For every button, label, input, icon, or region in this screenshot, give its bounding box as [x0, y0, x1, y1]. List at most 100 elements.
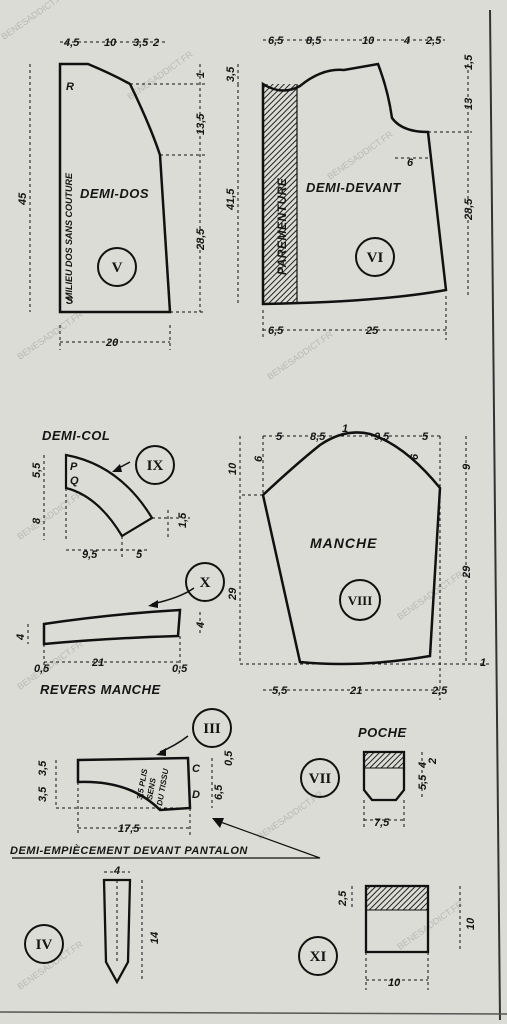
dim-label: 8 [31, 517, 43, 524]
dim-label: 9 [461, 463, 473, 470]
dim-label: 5 [276, 431, 283, 443]
piece-demi-devant [237, 39, 472, 340]
point-letter: C [192, 763, 201, 775]
dim-label: 8,5 [306, 35, 322, 47]
grain-note: SENS [145, 777, 158, 801]
demi-dos-texts: 4,5 10 3,5 2 45 1 13,5 28,5 20 DEMI-DOS … [17, 37, 207, 349]
roman-circle [24, 924, 64, 964]
piece-demi-dos [29, 41, 205, 350]
point-letter: R [66, 81, 74, 93]
dim-label: 10 [104, 37, 117, 49]
passant-dimension-lines [104, 871, 143, 982]
dim-label: 6,5 [268, 325, 284, 337]
roman-circle [97, 247, 137, 287]
dim-label: 2,5 [431, 685, 448, 697]
dim-label: 13,5 [195, 113, 207, 135]
dim-label: 1 [195, 72, 207, 78]
dim-label: 6,5 [268, 35, 284, 47]
roman-circle [339, 579, 381, 621]
dim-label: 9,5 [82, 549, 98, 561]
piece-number: VI [367, 250, 384, 266]
demi-dos-outline [58, 62, 172, 314]
manche-dimension-lines [239, 435, 490, 700]
piece-number: IV [36, 937, 53, 953]
piece-xi-hatch [366, 886, 428, 910]
poche-dimension-lines [363, 752, 423, 828]
piece-xi-texts: 2,5 10 10 XI [298, 890, 477, 989]
piece-name: DEMI-COL [42, 428, 110, 443]
roman-circle [300, 758, 340, 798]
dim-label: 17,5 [118, 823, 140, 835]
empiecement-texts: 3,5 3,5 0,5 6,5 17,5 C D 3,5 PLIS SENS D… [10, 708, 248, 857]
dim-label: 10 [388, 977, 401, 989]
dim-label: 29 [227, 587, 239, 601]
demi-col-dimension-lines [43, 455, 190, 560]
dim-label: 6,5 [213, 784, 225, 800]
dim-label: 4 [403, 35, 410, 47]
manche-texts: 5 8,5 1 9,5 5 6 10 29 6 9 29 1 5,5 21 2,… [227, 423, 486, 697]
piece-poche [362, 750, 423, 828]
dim-label: 1 [342, 423, 348, 435]
point-letter: D [192, 789, 200, 801]
dim-label: 6 [407, 157, 414, 169]
dim-label: 13 [463, 98, 475, 110]
piece-number: XI [310, 949, 327, 965]
piece-revers-manche [27, 587, 201, 670]
dim-label: 28,5 [195, 228, 207, 251]
parementure-hatch [263, 84, 297, 304]
dim-label: 21 [91, 657, 104, 669]
piece-xi-outline [364, 884, 430, 954]
dim-label: 3,5 [37, 786, 49, 802]
dim-label: 5,5 [417, 774, 429, 790]
point-letter: P [70, 461, 78, 473]
piece-number: IX [147, 458, 164, 474]
piece-name: DEMI-EMPIÈCEMENT DEVANT PANTALON [10, 844, 248, 857]
revers-manche-texts: 4 4 0,5 21 0,5 REVERS MANCHE X [15, 562, 225, 697]
piece-name: MANCHE [310, 535, 377, 551]
dim-label: 1,5 [463, 54, 475, 70]
dim-label: 4 [417, 762, 429, 769]
dim-label: 1,5 [177, 512, 189, 528]
piece-demi-col [43, 453, 190, 560]
piece-number: X [200, 575, 211, 591]
dim-label: 3,5 [133, 37, 149, 49]
revers-manche-dimension-lines [27, 612, 201, 670]
piece-name: DEMI-DEVANT [306, 180, 401, 195]
dim-label: 28,5 [463, 198, 475, 221]
demi-col-texts: DEMI-COL 5,5 8 9,5 5 1,5 P Q IX [31, 428, 189, 561]
dim-label: 5,5 [31, 462, 43, 478]
piece-xi [351, 884, 461, 990]
dim-label: 0,5 [223, 750, 235, 766]
dim-label: 2 [152, 37, 159, 49]
piece-name: DEMI-DOS [80, 186, 149, 201]
dim-label: 3,5 [225, 66, 237, 82]
sheet-bottom-border [0, 1011, 507, 1015]
roman-circle [298, 936, 338, 976]
dim-label: 25 [365, 325, 379, 337]
poche-hatch [364, 752, 404, 768]
dim-label: 4 [195, 622, 207, 629]
demi-devant-outline [261, 62, 448, 306]
dim-label: 8,5 [310, 431, 326, 443]
empiecement-outline [76, 756, 192, 812]
passant-outline [102, 878, 132, 985]
dim-label: 2 [427, 758, 439, 765]
dim-label: 10 [362, 35, 375, 47]
dim-label: 5,5 [272, 685, 288, 697]
dim-label: 0,5 [34, 663, 50, 675]
roman-circle [185, 562, 225, 602]
poche-outline [362, 750, 406, 802]
dim-label: 2,5 [425, 35, 442, 47]
piece-empiecement [12, 735, 321, 859]
dim-label: 5 [136, 549, 143, 561]
piece-number: III [203, 721, 221, 737]
dim-label: 9,5 [374, 431, 390, 443]
dim-label: 29 [461, 565, 473, 579]
piece-passant [102, 871, 143, 985]
dim-label: 6 [409, 453, 421, 460]
manche-outline [261, 431, 442, 666]
piece-name: POCHE [358, 725, 407, 740]
point-letter: Q [70, 475, 79, 487]
roman-circle [135, 445, 175, 485]
